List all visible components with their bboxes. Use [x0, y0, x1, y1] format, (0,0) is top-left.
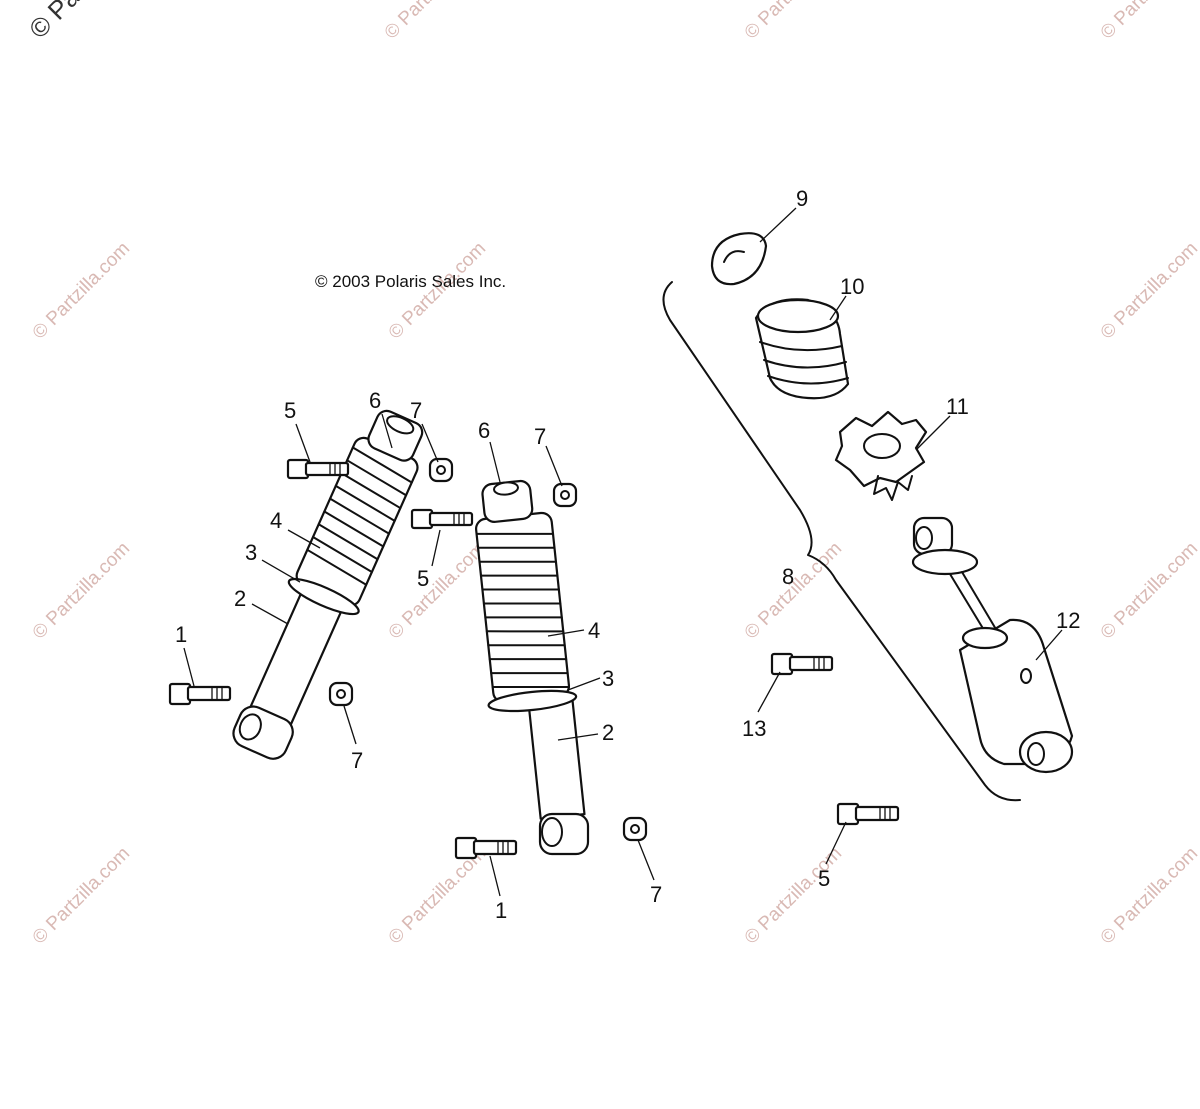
shock-lower-eye-hole-left: [238, 713, 262, 741]
watermark: © Partzilla.com: [741, 538, 846, 643]
watermark: © Partzilla.com: [29, 843, 134, 948]
callout-1: 1: [495, 898, 507, 923]
callout-1: 1: [175, 622, 187, 647]
nut-7-top-left: [428, 457, 454, 483]
center-shock-assembly: [475, 479, 586, 820]
callout-5: 5: [417, 566, 429, 591]
watermark: © Partzilla.com: [1097, 538, 1200, 643]
callout-11: 11: [946, 394, 969, 419]
watermark: © Partzilla.com: [1097, 0, 1200, 44]
watermark: © Partzilla.com: [381, 0, 486, 44]
callout-2: 2: [234, 586, 246, 611]
bolt-13: [770, 652, 834, 676]
watermark: © Partzilla.com: [741, 843, 846, 948]
watermark: © Partzilla.com: [741, 0, 846, 44]
watermark: © Partzilla.com: [29, 238, 134, 343]
watermark: © Partzilla.com: [385, 538, 490, 643]
spring-center: [475, 511, 571, 704]
nut-7-left-low: [328, 681, 354, 707]
bolt-1-left: [168, 682, 232, 706]
watermark: © Partzilla.com: [1097, 238, 1200, 343]
bolt-1-bottom: [454, 836, 518, 860]
bracket-8: [662, 281, 1021, 802]
callout-12: 12: [1056, 608, 1080, 633]
callout-7: 7: [650, 882, 662, 907]
adjuster-11: [834, 410, 928, 501]
callout-4: 4: [588, 618, 600, 643]
leader-lines: [183, 207, 1063, 897]
callout-3: 3: [245, 540, 257, 565]
copyright-notice: © 2003 Polaris Sales Inc.: [315, 272, 506, 291]
bolt-5-top-left: [286, 458, 350, 480]
watermark-layer: © Pa © Partzilla.com © Partzilla.com © P…: [23, 0, 1200, 949]
callout-5: 5: [284, 398, 296, 423]
callout-7: 7: [351, 748, 363, 773]
callout-7: 7: [534, 424, 546, 449]
callouts: 5 6 7 6 7 4 3 2 5 1 7 4 3 2 1 7 8 9 10 1…: [175, 186, 1080, 923]
callout-5: 5: [818, 866, 830, 891]
watermark-corner: © Pa: [23, 0, 86, 44]
spring-seat-center: [487, 689, 578, 713]
callout-2: 2: [602, 720, 614, 745]
callout-9: 9: [796, 186, 808, 211]
shock-body-center: [527, 693, 586, 820]
callout-10: 10: [840, 274, 864, 299]
callout-8: 8: [782, 564, 794, 589]
left-shock-assembly: [232, 409, 424, 760]
callout-7: 7: [410, 398, 422, 423]
nut-7-top-center: [552, 482, 578, 508]
bolt-5-middle: [410, 508, 474, 530]
callout-6: 6: [478, 418, 490, 443]
watermark: © Partzilla.com: [1097, 843, 1200, 948]
boot-10: [754, 298, 850, 400]
bolt-5-bottom-right: [836, 802, 900, 826]
spring-seat-left: [287, 577, 360, 616]
callout-6: 6: [369, 388, 381, 413]
nut-7-bottom: [622, 816, 648, 842]
washer-9: [710, 232, 768, 286]
shock-lower-eye-center: [538, 812, 590, 856]
callout-13: 13: [742, 716, 766, 741]
callout-3: 3: [602, 666, 614, 691]
shock-12: [911, 516, 1074, 774]
callout-4: 4: [270, 508, 282, 533]
watermark: © Partzilla.com: [29, 538, 134, 643]
